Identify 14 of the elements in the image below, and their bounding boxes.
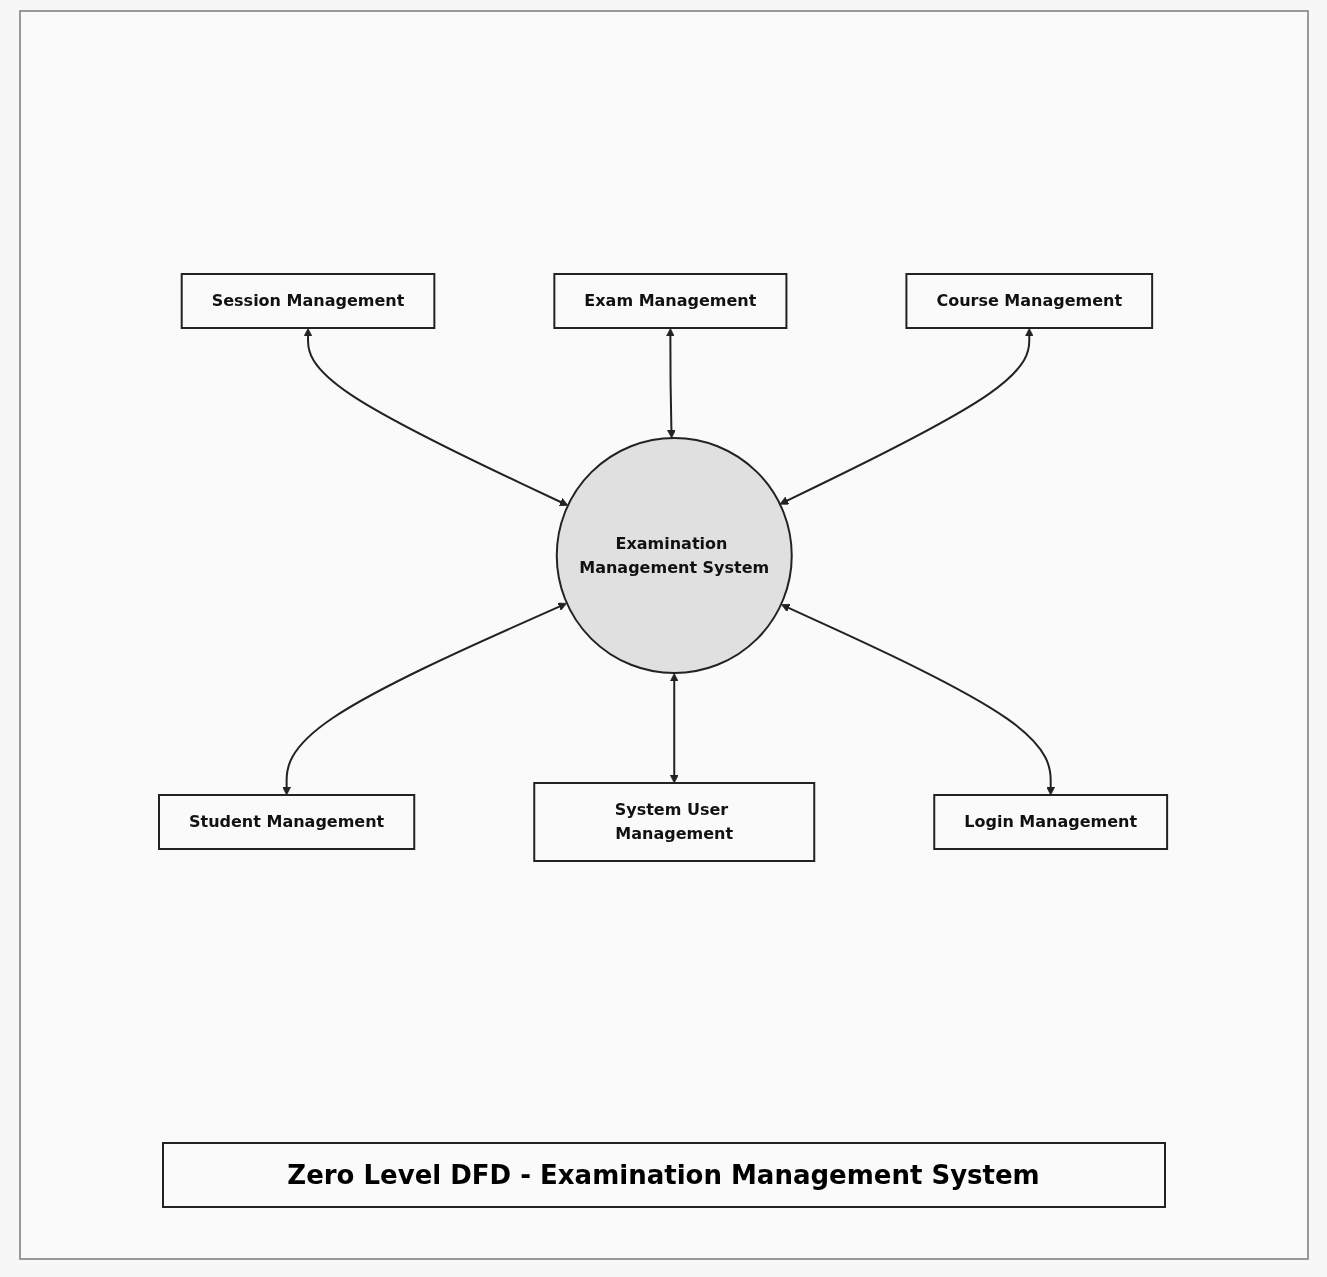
- arrow: [781, 603, 1056, 795]
- node-circle: Examination Management System: [556, 436, 794, 674]
- arrow: [779, 327, 1035, 505]
- diagram-title: Zero Level DFD - Examination Management System: [161, 1142, 1166, 1208]
- arrow: [670, 672, 680, 783]
- node-box: Login Management: [933, 793, 1169, 850]
- arrow: [282, 602, 568, 795]
- arrow: [666, 327, 677, 438]
- arrow: [304, 327, 569, 506]
- node-box: Course Management: [905, 272, 1154, 329]
- node-box: System User Management: [533, 781, 816, 862]
- node-box: Session Management: [181, 272, 436, 329]
- node-box: Student Management: [158, 793, 416, 850]
- node-box: Exam Management: [553, 272, 788, 329]
